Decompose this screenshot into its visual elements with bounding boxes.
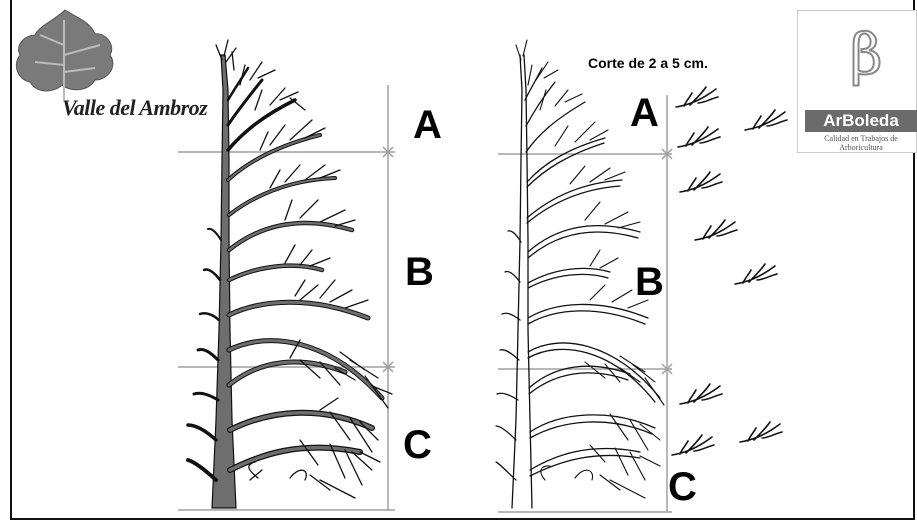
arboleda-tagline-1: Calidad en Trabajos de (805, 134, 917, 143)
arboleda-tagline-2: Arboricultura (805, 143, 917, 152)
oak-leaf-icon (16, 10, 113, 100)
right-zone-b-label: B (635, 262, 664, 302)
left-tree (188, 40, 392, 508)
left-zone-b-label: B (405, 252, 434, 292)
left-zone-a-label: A (413, 105, 442, 145)
right-zone-c-label: C (668, 467, 697, 507)
left-zone-c-label: C (403, 425, 432, 465)
valle-del-ambroz-logo: Valle del Ambroz (62, 95, 207, 121)
cut-note: Corte de 2 a 5 cm. (588, 55, 708, 71)
beta-symbol: β (850, 28, 882, 84)
right-zone-a-label: A (630, 93, 659, 133)
cut-twigs (672, 87, 787, 455)
arboleda-brand: ArBoleda (805, 110, 917, 132)
left-height-guides (178, 85, 395, 510)
